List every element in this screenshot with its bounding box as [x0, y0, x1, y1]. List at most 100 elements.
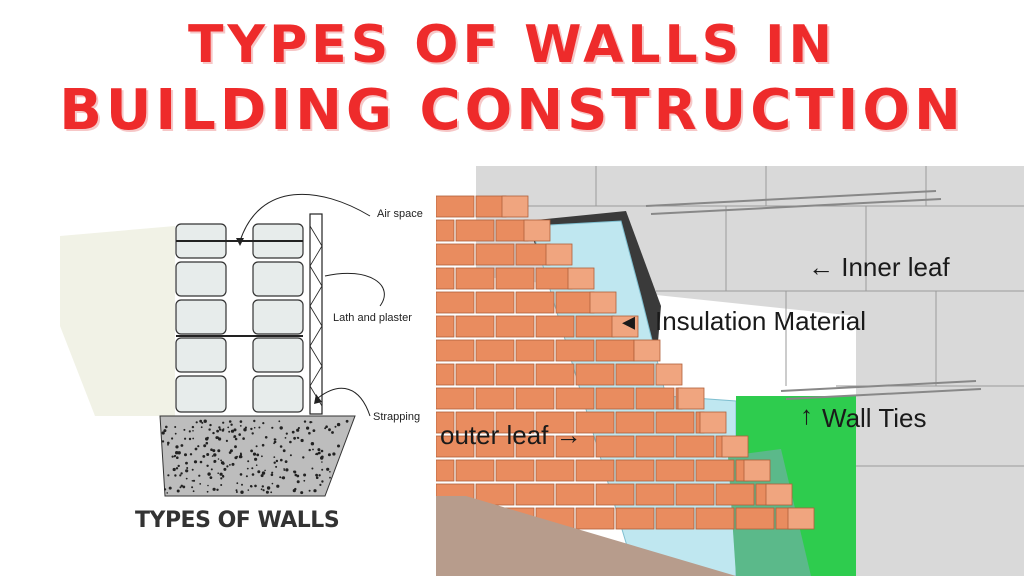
inner-leaf-label: ← Inner leaf: [808, 252, 950, 282]
brick: [495, 267, 535, 290]
brick: [495, 219, 529, 242]
brick: [475, 243, 515, 266]
brick: [436, 315, 455, 338]
wall-tie-wires: [645, 190, 982, 400]
background-shape: [60, 226, 175, 416]
brick: [575, 363, 615, 386]
brick-cavity-wall-illustration: [436, 166, 1024, 576]
brick: [555, 483, 595, 506]
brick-end: [611, 315, 639, 338]
brick: [555, 435, 595, 458]
brick: [495, 459, 535, 482]
brick: [595, 387, 635, 410]
brick: [515, 291, 555, 314]
brick: [715, 483, 755, 506]
brick-end: [523, 219, 551, 242]
brick: [595, 435, 635, 458]
brick: [436, 243, 475, 266]
air-space-leader: [239, 193, 371, 242]
block-column-left: [175, 223, 227, 413]
brick: [495, 363, 535, 386]
block-column-right: [252, 223, 304, 413]
brick: [615, 507, 655, 530]
brick: [595, 483, 635, 506]
brick: [575, 315, 615, 338]
brick-end: [743, 459, 771, 482]
brick: [555, 291, 595, 314]
brick: [535, 411, 575, 434]
brick-end: [699, 411, 727, 434]
brick: [635, 435, 675, 458]
brick: [555, 339, 595, 362]
brick: [455, 411, 495, 434]
brick: [695, 507, 735, 530]
brick: [635, 387, 675, 410]
brick: [555, 387, 595, 410]
brick: [436, 195, 475, 218]
brick: [475, 195, 507, 218]
brick: [436, 219, 455, 242]
title-line-2: BUILDING CONSTRUCTION: [59, 78, 965, 143]
brick: [515, 435, 555, 458]
brick: [535, 363, 575, 386]
strapping-label: Strapping: [373, 411, 421, 423]
brick: [615, 363, 655, 386]
insulation-label-arrow: ◂: [622, 306, 636, 336]
wall-ties-label: Wall Ties: [822, 403, 927, 433]
insulation-material-label: Insulation Material: [655, 306, 866, 336]
brick: [455, 219, 495, 242]
brick: [436, 363, 455, 386]
brick: [436, 291, 475, 314]
brick: [615, 411, 655, 434]
brick: [575, 411, 615, 434]
brick-end: [633, 339, 661, 362]
brick: [436, 267, 455, 290]
brick: [735, 507, 775, 530]
brick-end: [567, 267, 595, 290]
brick: [475, 387, 515, 410]
brick: [475, 435, 515, 458]
brick: [675, 435, 715, 458]
brick: [535, 315, 575, 338]
brick: [675, 483, 715, 506]
brick-end: [655, 363, 683, 386]
brick: [575, 459, 615, 482]
brick: [475, 291, 515, 314]
brick: [495, 315, 535, 338]
foundation-texture: [161, 419, 349, 495]
brick: [655, 507, 695, 530]
brick: [436, 435, 475, 458]
brick-end: [721, 435, 749, 458]
brick: [535, 459, 575, 482]
wall-ties-arrow: ↑: [800, 400, 813, 430]
air-space-label: Air space: [377, 208, 423, 220]
brick: [595, 339, 635, 362]
brick: [436, 459, 455, 482]
brick: [515, 243, 551, 266]
brick: [515, 339, 555, 362]
types-of-walls-caption: TYPES OF WALLS: [135, 508, 340, 533]
brick: [535, 267, 573, 290]
brick: [575, 507, 615, 530]
brick: [436, 387, 475, 410]
cavity-wall-section-diagram: [60, 193, 385, 497]
outer-leaf-label: outer leaf →: [440, 420, 582, 450]
brick-end: [787, 507, 815, 530]
brick: [455, 459, 495, 482]
brick-end: [677, 387, 705, 410]
brick: [436, 411, 455, 434]
brick: [515, 483, 555, 506]
brick: [455, 267, 495, 290]
brick: [655, 459, 695, 482]
brick-end: [545, 243, 573, 266]
brick: [635, 483, 675, 506]
lath-strip: [309, 213, 323, 415]
title-line-1: TYPES OF WALLS IN: [187, 15, 837, 75]
brick: [455, 363, 495, 386]
brick: [475, 339, 515, 362]
brick: [615, 459, 655, 482]
outer-brick-leaf: [436, 195, 815, 530]
brick: [695, 459, 735, 482]
brick-end: [765, 483, 793, 506]
brick-end: [589, 291, 617, 314]
